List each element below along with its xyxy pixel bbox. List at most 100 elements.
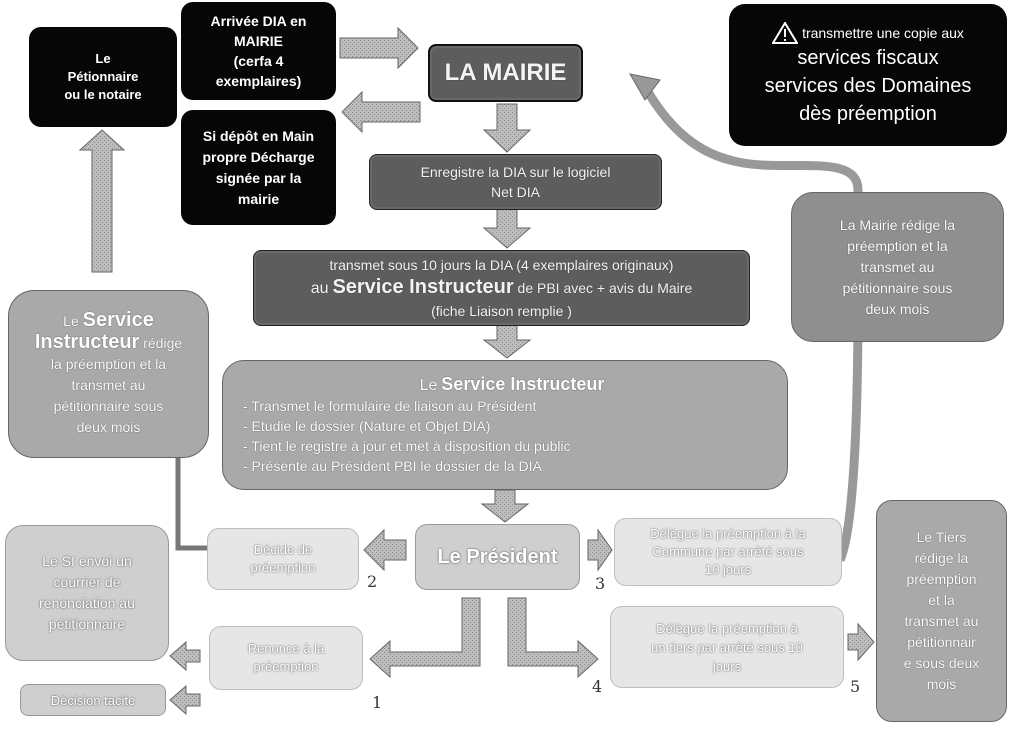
tiers-line6: pétitionnair bbox=[907, 634, 976, 650]
si-envoi-line4: pétitionnaire bbox=[48, 616, 126, 632]
service-redige-line3: la préemption et la bbox=[50, 356, 167, 372]
curve-commune-to-mairie bbox=[644, 89, 863, 562]
mairie-redige-line3: transmet au bbox=[860, 258, 935, 275]
decision-tacite-label: Décision tacite bbox=[50, 692, 136, 708]
transmit-line2c: de PBI avec + avis du Maire bbox=[517, 280, 693, 296]
arrow-service-to-president bbox=[480, 489, 530, 523]
arrow-transmit-to-service bbox=[482, 324, 532, 359]
arrival-line2: MAIRIE bbox=[234, 33, 283, 49]
renonce-line1: Renonce à la bbox=[247, 641, 325, 656]
arrow-mairie-to-register bbox=[482, 103, 532, 153]
service-redige-line5: pétitionnaire sous bbox=[53, 398, 164, 414]
mairie-redige-line4: pétitionnaire sous bbox=[842, 279, 953, 296]
decision-tacite-box: Décision tacite bbox=[20, 684, 166, 716]
curve-arrowhead bbox=[629, 73, 661, 101]
si-envoi-line2: courrier de bbox=[53, 574, 121, 590]
decide-box: Décide de préemption bbox=[207, 528, 359, 590]
tiers-line5: transmet au bbox=[904, 613, 979, 629]
service-item-2: - Etudie le dossier (Nature et Objet DIA… bbox=[243, 418, 491, 434]
deposit-line2: propre Décharge bbox=[202, 148, 315, 165]
service-redige-line2a: Instructeur bbox=[34, 331, 140, 353]
delegue-tiers-line2: un tiers par arrêté sous 10 bbox=[651, 639, 803, 655]
service-title-a: Le bbox=[419, 377, 438, 394]
service-redige-box: Le Service Instructeur rédige la préempt… bbox=[8, 290, 209, 458]
si-envoi-line3: renonciation au bbox=[39, 595, 135, 611]
service-redige-line2b: rédige bbox=[143, 335, 183, 351]
arrow-to-tiers-redige bbox=[847, 622, 875, 662]
si-envoi-box: Le SI envoi un courrier de renonciation … bbox=[5, 525, 169, 661]
service-item-4: - Présente au Président PBI le dossier d… bbox=[243, 458, 542, 474]
service-redige-line4: transmet au bbox=[71, 377, 146, 393]
transmit-line1: transmet sous 10 jours la DIA (4 exempla… bbox=[329, 257, 674, 273]
decide-line2: préemption bbox=[250, 560, 316, 575]
tiers-line3: préemption bbox=[906, 571, 977, 587]
petitioner-line3: ou le notaire bbox=[64, 87, 142, 102]
petitioner-line1: Le bbox=[95, 51, 111, 66]
service-redige-line1a: Le bbox=[63, 313, 79, 329]
mairie-redige-line5: deux mois bbox=[865, 300, 930, 317]
register-box: Enregistre la DIA sur le logiciel Net DI… bbox=[369, 154, 662, 210]
service-redige-line1b: Service bbox=[82, 309, 154, 331]
tiers-line4: et la bbox=[928, 592, 955, 608]
mairie-title: LA MAIRIE bbox=[444, 59, 567, 86]
mairie-redige-box: La Mairie rédige la préemption et la tra… bbox=[791, 192, 1004, 342]
service-item-3: - Tient le registre à jour et met à disp… bbox=[243, 438, 571, 454]
si-envoi-line1: Le SI envoi un bbox=[42, 553, 132, 569]
transmit-box: transmet sous 10 jours la DIA (4 exempla… bbox=[253, 250, 750, 326]
delegue-tiers-box: Délègue la préemption à un tiers par arr… bbox=[610, 606, 844, 688]
mairie-box: LA MAIRIE bbox=[428, 44, 583, 102]
service-instructeur-box: Le Service Instructeur - Transmet le for… bbox=[222, 360, 788, 490]
transmit-line2b: Service Instructeur bbox=[332, 276, 514, 298]
deposit-line4: mairie bbox=[237, 190, 280, 207]
tiers-line1: Le Tiers bbox=[916, 529, 967, 545]
arrow-president-to-delegue-tiers bbox=[507, 597, 599, 679]
delegue-commune-line3: 10 jours bbox=[704, 562, 752, 577]
arrow-president-to-delegue-commune bbox=[587, 528, 613, 572]
number-5: 5 bbox=[850, 677, 861, 696]
warning-box: transmettre une copie aux services fisca… bbox=[729, 4, 1007, 146]
number-3: 3 bbox=[595, 574, 606, 593]
number-4: 4 bbox=[592, 677, 603, 696]
arrival-line3: (cerfa 4 bbox=[233, 53, 284, 69]
register-line2: Net DIA bbox=[490, 184, 540, 200]
deposit-box: Si dépôt en Main propre Décharge signée … bbox=[181, 110, 336, 225]
tiers-line7: e sous deux bbox=[903, 655, 980, 671]
transmit-line3: (fiche Liaison remplie ) bbox=[431, 303, 572, 319]
number-2: 2 bbox=[367, 572, 378, 591]
arrow-to-decision-tacite bbox=[169, 684, 201, 716]
arrival-line4: exemplaires) bbox=[215, 73, 302, 89]
service-redige-line6: deux mois bbox=[76, 419, 141, 435]
arrival-box: Arrivée DIA en MAIRIE (cerfa 4 exemplair… bbox=[181, 2, 336, 100]
arrow-to-petitioner bbox=[78, 129, 126, 273]
deposit-line3: signée par la bbox=[215, 169, 302, 186]
mairie-redige-line2: préemption et la bbox=[847, 237, 948, 254]
warning-line4: dès préemption bbox=[799, 103, 937, 125]
warning-line1: transmettre une copie aux bbox=[802, 25, 964, 41]
president-label: Le Président bbox=[437, 545, 558, 568]
delegue-tiers-line1: Délègue la préemption à bbox=[656, 620, 798, 636]
arrow-arrival-to-mairie bbox=[339, 26, 419, 70]
connector-service-redige bbox=[175, 455, 210, 551]
delegue-commune-box: Délègue la préemption à la Commune par a… bbox=[614, 518, 842, 586]
service-item-1: - Transmet le formulaire de liaison au P… bbox=[243, 398, 537, 414]
arrow-president-to-renonce bbox=[369, 597, 481, 679]
warning-icon bbox=[772, 22, 799, 44]
tiers-line8: mois bbox=[926, 676, 957, 692]
delegue-commune-line2: Commune par arrêté sous bbox=[652, 544, 804, 559]
transmit-line2a: au bbox=[310, 280, 329, 297]
petitioner-line2: Pétionnaire bbox=[67, 69, 139, 84]
arrow-to-si-envoi bbox=[169, 640, 201, 672]
warning-line2: services fiscaux bbox=[797, 47, 939, 69]
delegue-tiers-line3: jours bbox=[712, 658, 742, 674]
decide-line1: Décide de bbox=[253, 542, 313, 557]
warning-line3: services des Domaines bbox=[764, 75, 972, 97]
deposit-line1: Si dépôt en Main bbox=[202, 127, 315, 144]
mairie-redige-line1: La Mairie rédige la bbox=[839, 216, 956, 233]
arrow-mairie-to-deposit bbox=[341, 90, 421, 134]
tiers-line2: rédige la bbox=[914, 550, 969, 566]
renonce-box: Renonce à la préemption bbox=[209, 626, 363, 690]
arrow-president-to-decide bbox=[363, 528, 407, 572]
service-title-b: Service Instructeur bbox=[441, 374, 605, 394]
number-1: 1 bbox=[372, 693, 383, 712]
